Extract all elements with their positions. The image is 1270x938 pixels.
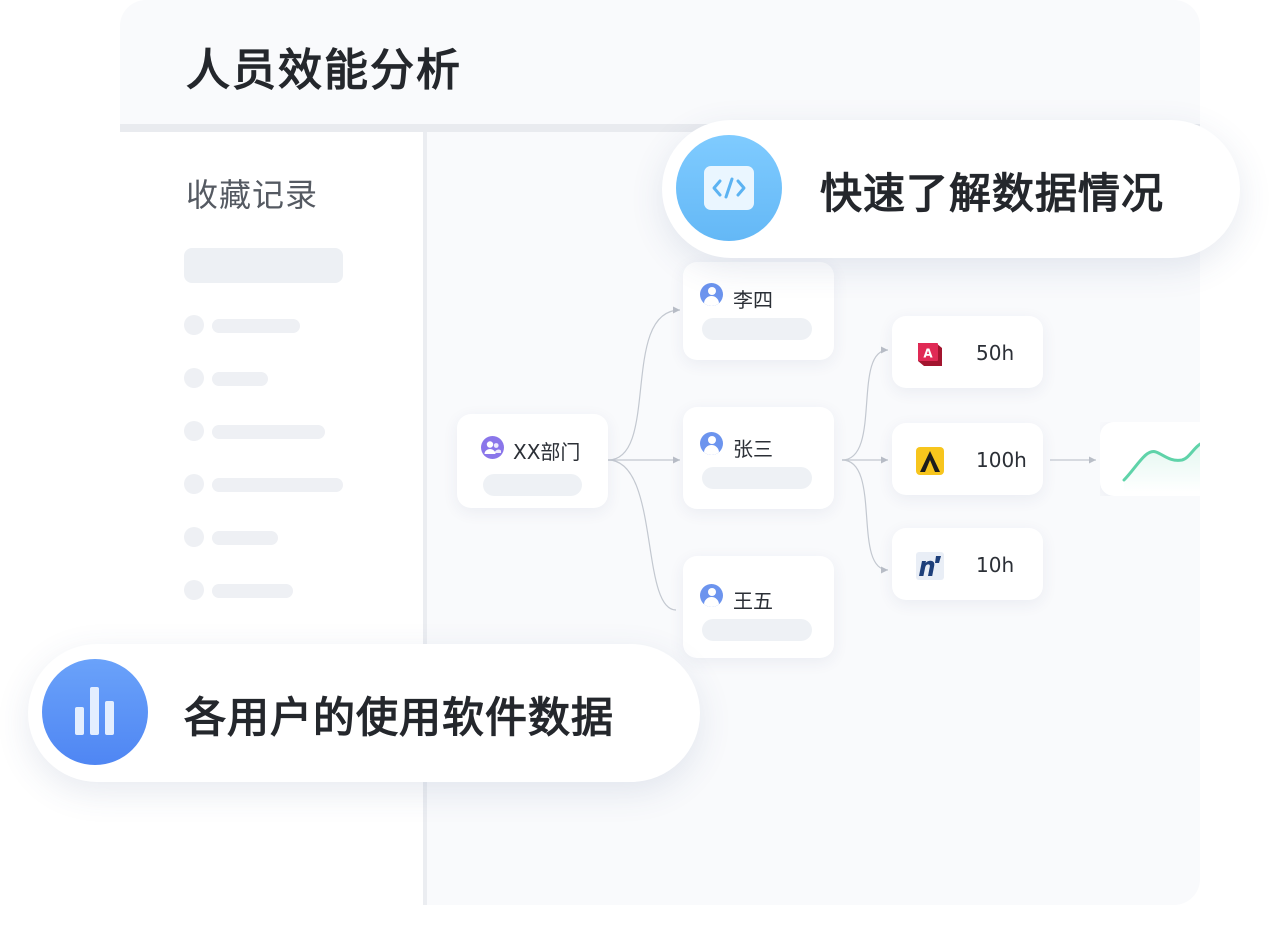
person-placeholder-bar xyxy=(702,619,812,641)
sidebar-item-placeholder[interactable] xyxy=(212,584,293,598)
callout-quick-insight: 快速了解数据情况 xyxy=(662,120,1240,258)
callout-text: 各用户的使用软件数据 xyxy=(184,693,615,742)
sidebar-item-placeholder-dot xyxy=(184,580,204,600)
archicad-app-icon xyxy=(916,447,944,475)
usage-hours: 10h xyxy=(976,553,1015,577)
person-node-wangwu[interactable]: 王五 xyxy=(683,556,834,658)
trend-sparkline xyxy=(1122,442,1200,492)
usage-hours: 100h xyxy=(976,448,1027,472)
bar-chart-icon-badge xyxy=(42,659,148,765)
sidebar-item-placeholder[interactable] xyxy=(212,425,325,439)
connector-person-to-software-1 xyxy=(841,346,889,461)
software-node-access[interactable]: A 50h xyxy=(892,316,1043,388)
sidebar-item-placeholder-dot xyxy=(184,368,204,388)
software-node-archicad[interactable]: 100h xyxy=(892,423,1043,495)
person-name: 张三 xyxy=(733,437,773,461)
callout-user-software-data: 各用户的使用软件数据 xyxy=(28,644,700,782)
sidebar-item-placeholder[interactable] xyxy=(212,478,343,492)
sidebar-border xyxy=(423,132,427,905)
autodesk-access-app-icon: A xyxy=(918,343,942,366)
connector-person-to-software-3 xyxy=(841,459,889,574)
header-divider xyxy=(120,124,1200,132)
callout-text: 快速了解数据情况 xyxy=(820,169,1165,218)
page-title: 人员效能分析 xyxy=(186,45,462,96)
person-placeholder-bar xyxy=(702,467,812,489)
code-icon-badge xyxy=(676,135,782,241)
sidebar-placeholder-header xyxy=(184,248,343,283)
trend-clip xyxy=(1100,422,1200,496)
bar-chart-icon xyxy=(75,687,114,735)
department-name: XX部门 xyxy=(513,440,581,464)
sidebar-item-placeholder[interactable] xyxy=(212,319,300,333)
department-node[interactable]: XX部门 xyxy=(457,414,608,508)
software-node-navisworks[interactable]: 10h xyxy=(892,528,1043,600)
code-icon xyxy=(704,166,754,210)
connector-root-to-person-1 xyxy=(607,306,681,461)
trend-card[interactable] xyxy=(1100,422,1200,496)
sidebar-item-placeholder[interactable] xyxy=(212,372,268,386)
sidebar-item-placeholder[interactable] xyxy=(212,531,278,545)
person-node-zhangsan[interactable]: 张三 xyxy=(683,407,834,509)
department-placeholder-bar xyxy=(483,474,582,496)
sidebar-item-placeholder-dot xyxy=(184,527,204,547)
user-icon xyxy=(700,432,723,455)
usage-hours: 50h xyxy=(976,341,1015,365)
person-name: 李四 xyxy=(733,288,773,312)
svg-text:A: A xyxy=(923,347,933,361)
sidebar-item-placeholder-dot xyxy=(184,474,204,494)
person-name: 王五 xyxy=(733,589,773,613)
sidebar-item-placeholder-dot xyxy=(184,315,204,335)
group-icon xyxy=(481,436,504,459)
user-icon xyxy=(700,283,723,306)
person-placeholder-bar xyxy=(702,318,812,340)
sidebar-item-placeholder-dot xyxy=(184,421,204,441)
sidebar-title: 收藏记录 xyxy=(186,176,319,214)
navisworks-app-icon xyxy=(916,552,944,580)
user-icon xyxy=(700,584,723,607)
connector-root-to-person-3 xyxy=(607,459,677,611)
person-node-lisi[interactable]: 李四 xyxy=(683,262,834,360)
